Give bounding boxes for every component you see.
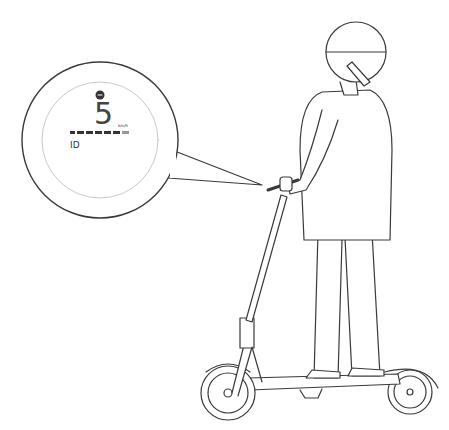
- mode-label: ID: [70, 141, 80, 150]
- stem: [246, 195, 287, 322]
- front-wheel: [201, 366, 255, 420]
- helmet-strap: [347, 62, 370, 86]
- callout-circle: [22, 62, 178, 218]
- right-leg: [345, 232, 380, 376]
- unit-label: km/h: [118, 124, 128, 128]
- fork: [232, 345, 252, 396]
- display-ring: [42, 82, 158, 198]
- callout-pointer: [168, 150, 262, 185]
- left-leg: [314, 232, 342, 378]
- speed-bar: [70, 131, 129, 134]
- grip: [280, 177, 292, 191]
- speed-digit: 5: [94, 99, 113, 129]
